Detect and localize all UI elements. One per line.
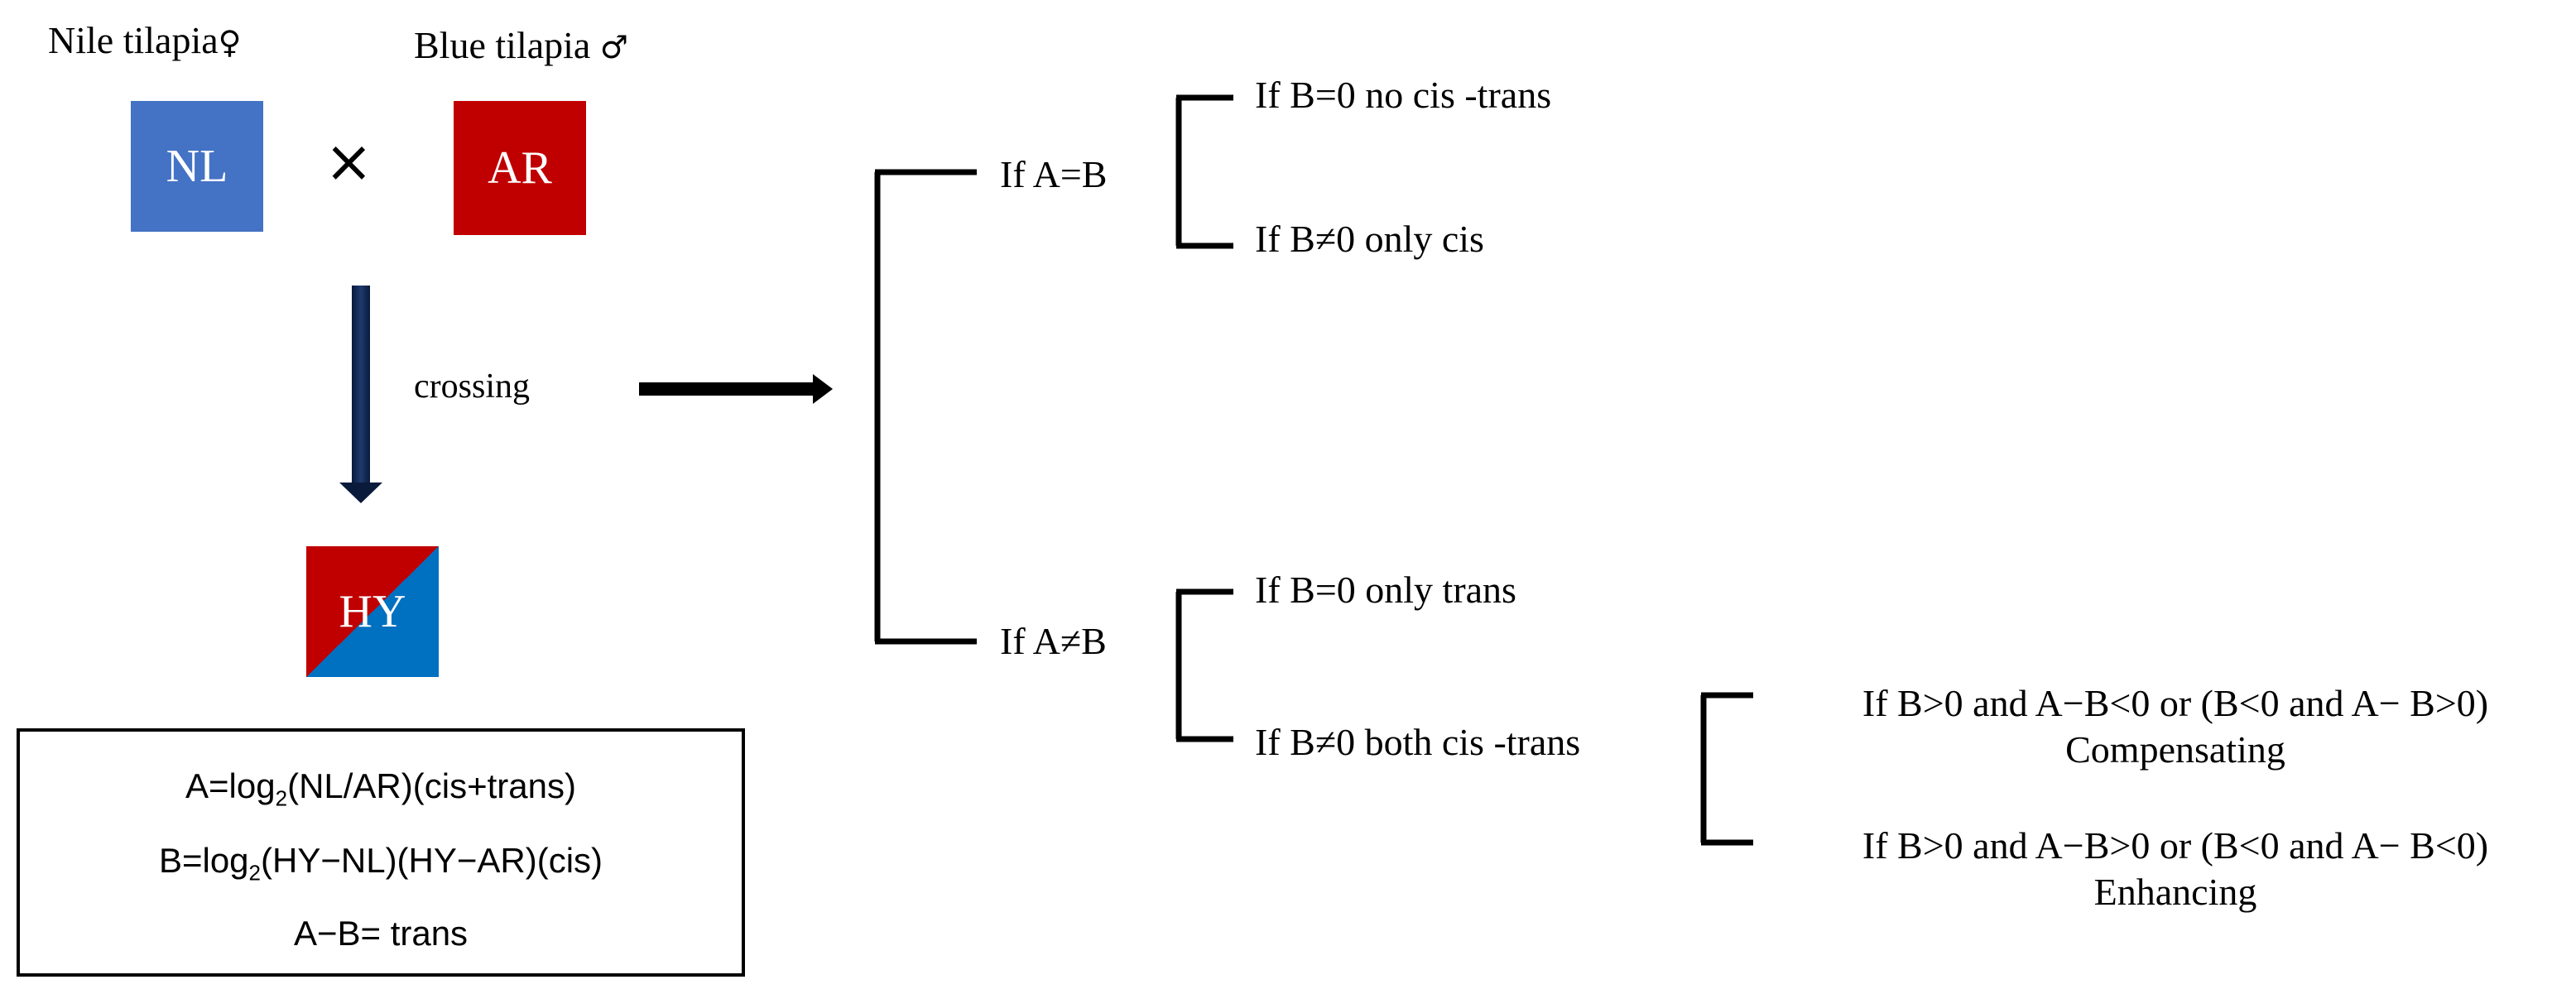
right-arrow-icon — [639, 374, 833, 404]
branch-a-equals-b: If A=B — [1000, 153, 1108, 195]
nile-tilapia-text: Nile tilapia — [48, 19, 219, 61]
formula-b-prefix: B=log — [158, 841, 249, 880]
main-bracket — [874, 169, 977, 645]
cross-symbol-icon: × — [324, 127, 373, 195]
bracket-a-not-equals-b — [1175, 588, 1233, 742]
formula-a-prefix: A=log — [185, 766, 276, 805]
nile-tilapia-box: NL — [131, 101, 263, 232]
hybrid-box: HY — [306, 546, 439, 677]
formula-b-suffix: (HY−NL)(HY−AR)(cis) — [261, 841, 603, 880]
formula-b-sub: 2 — [248, 860, 262, 886]
compensating-condition: If B>0 and A−B<0 or (B<0 and A− B>0) — [1862, 682, 2489, 724]
formula-a-sub: 2 — [275, 785, 288, 811]
blue-tilapia-box: AR — [454, 101, 586, 235]
blue-tilapia-code: AR — [488, 142, 552, 194]
branch-a-not-equals-b: If A≠B — [1000, 620, 1107, 662]
enhancing-rule: If B>0 and A−B>0 or (B<0 and A− B<0) Enh… — [1778, 823, 2573, 915]
nile-tilapia-code: NL — [166, 141, 228, 192]
branch-b-nonzero-only-cis: If B≠0 only cis — [1255, 218, 1484, 260]
bracket-a-equals-b — [1175, 94, 1233, 249]
female-symbol-icon: ♀ — [218, 24, 242, 60]
branch-b-zero-no-cis-trans: If B=0 no cis -trans — [1255, 74, 1552, 116]
bracket-both-cis-trans — [1700, 692, 1753, 846]
enhancing-label: Enhancing — [2093, 871, 2257, 913]
formula-box: A=log2(NL/AR)(cis+trans) B=log2(HY−NL)(H… — [17, 728, 745, 977]
branch-b-zero-only-trans: If B=0 only trans — [1255, 569, 1516, 611]
male-symbol-icon: ♂ — [599, 29, 628, 65]
formula-trans: A−B= trans — [293, 914, 469, 953]
compensating-rule: If B>0 and A−B<0 or (B<0 and A− B>0) Com… — [1778, 680, 2573, 773]
crossing-label: crossing — [414, 367, 530, 406]
formula-a: A=log2(NL/AR)(cis+trans) — [20, 766, 742, 811]
hybrid-code: HY — [339, 586, 406, 637]
compensating-label: Compensating — [2065, 728, 2285, 771]
formula-a-suffix: (NL/AR)(cis+trans) — [287, 766, 576, 805]
blue-tilapia-text: Blue tilapia — [414, 24, 591, 66]
down-arrow-icon — [339, 286, 382, 503]
formula-b: B=log2(HY−NL)(HY−AR)(cis) — [20, 841, 742, 886]
nile-tilapia-label: Nile tilapia♀ — [48, 22, 242, 60]
branch-b-nonzero-both-cis-trans: If B≠0 both cis -trans — [1255, 721, 1581, 763]
blue-tilapia-label: Blue tilapia ♂ — [414, 26, 628, 65]
enhancing-condition: If B>0 and A−B>0 or (B<0 and A− B<0) — [1862, 824, 2489, 867]
